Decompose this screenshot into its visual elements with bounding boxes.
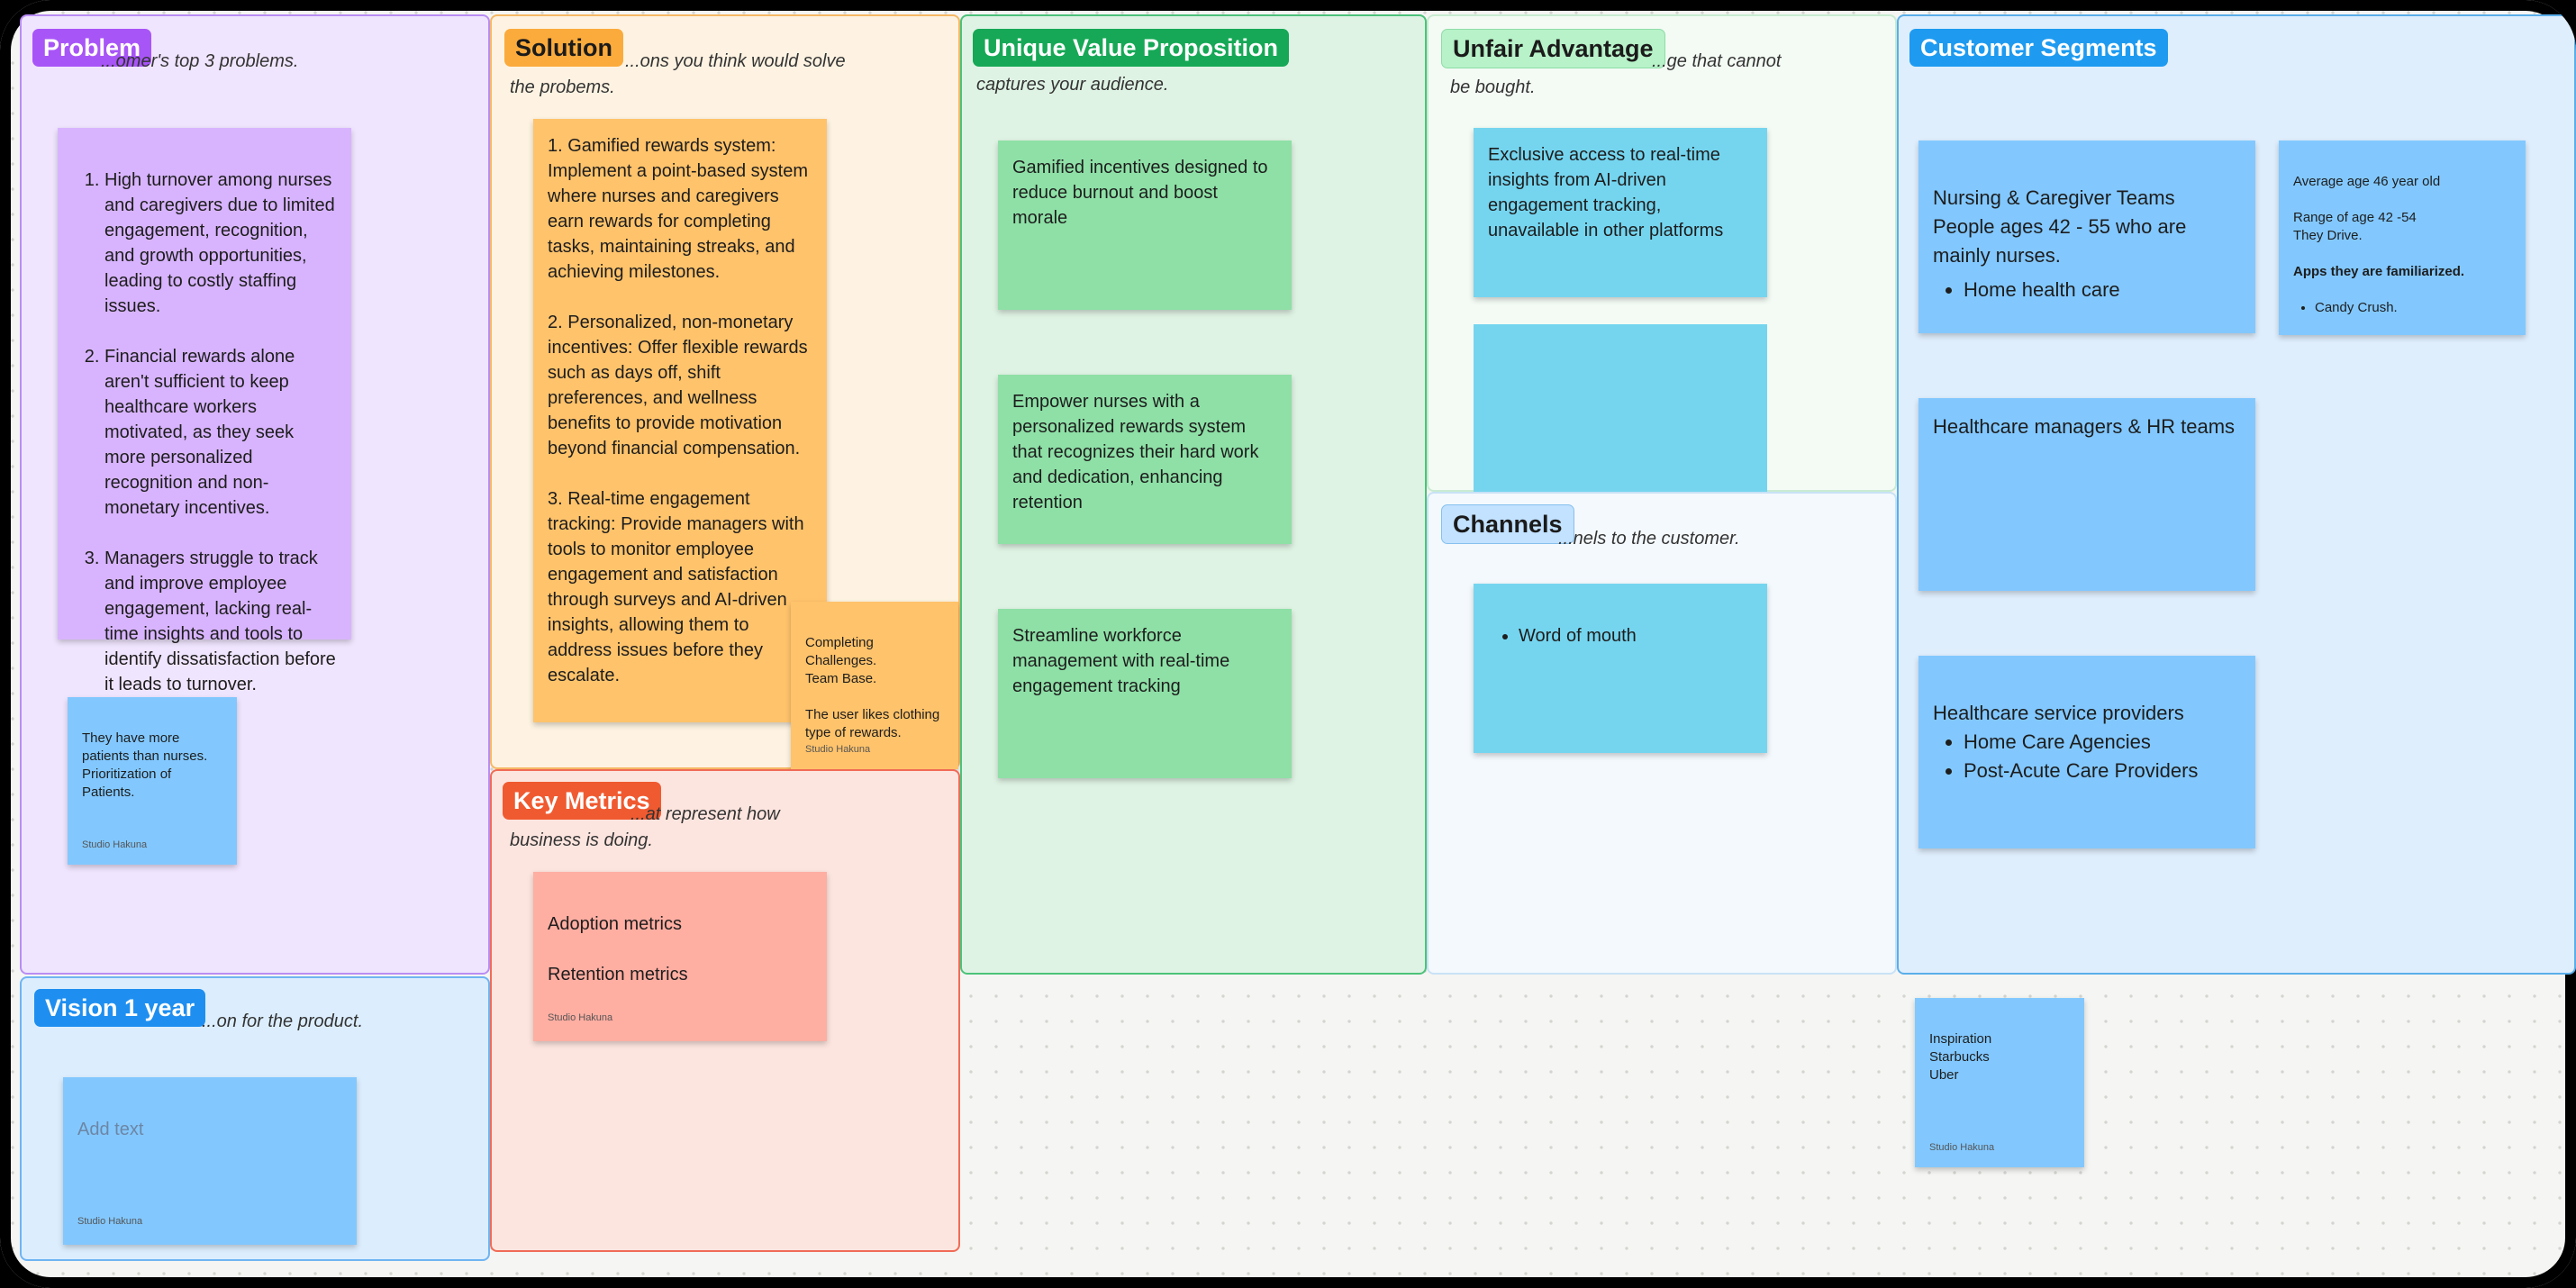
problem-side-note[interactable]: They have more patients than nurses. Pri… [68, 697, 237, 865]
metrics-description: ...at represent how business is doing. [510, 802, 780, 854]
problem-item: High turnover among nurses and caregiver… [104, 168, 337, 319]
unfair-tag[interactable]: Unfair Advantage [1441, 29, 1665, 68]
problem-section[interactable]: Problem ...omer's top 3 problems. High t… [20, 14, 490, 975]
segment-item: Home Care Agencies [1964, 728, 2241, 757]
vision-section[interactable]: Vision 1 year ...on for the product. Add… [20, 976, 490, 1261]
demographics-list: Candy Crush. [2293, 299, 2511, 317]
metrics-description-line: business is doing. [510, 830, 653, 850]
uvp-tag[interactable]: Unique Value Proposition [973, 29, 1290, 67]
problem-item: Managers struggle to track and improve e… [104, 546, 337, 697]
note-signature: Studio Hakuna [805, 744, 871, 755]
unfair-sticky-note[interactable]: Exclusive access to real-time insights f… [1474, 128, 1767, 297]
channel-item: Word of mouth [1519, 623, 1753, 649]
solution-section[interactable]: Solution ...ons you think would solve th… [490, 14, 960, 769]
segments-list: Home health care [1933, 276, 2241, 304]
uvp-sticky-note[interactable]: Empower nurses with a personalized rewar… [998, 375, 1292, 544]
channels-tag[interactable]: Channels [1441, 504, 1574, 544]
vision-description: ...on for the product. [202, 1011, 363, 1031]
demographics-bold: Apps they are familiarized. [2293, 264, 2465, 279]
problem-side-note-text: They have more patients than nurses. Pri… [82, 730, 208, 800]
segments-sticky-note-nursing[interactable]: Nursing & Caregiver Teams People ages 42… [1918, 141, 2255, 333]
uvp-sticky-note[interactable]: Streamline workforce management with rea… [998, 609, 1292, 778]
solution-sticky-note[interactable]: 1. Gamified rewards system: Implement a … [533, 119, 827, 722]
vision-placeholder[interactable]: Add text [77, 1120, 144, 1139]
segments-section[interactable]: Customer Segments Nursing & Caregiver Te… [1897, 14, 2576, 975]
solution-side-note[interactable]: Completing Challenges. Team Base. The us… [791, 602, 958, 769]
solution-tag[interactable]: Solution [504, 29, 623, 67]
note-signature: Studio Hakuna [82, 839, 148, 850]
problem-description: ...omer's top 3 problems. [101, 51, 299, 71]
uvp-sticky-note[interactable]: Gamified incentives designed to reduce b… [998, 141, 1292, 310]
solution-description-line: ...ons you think would solve [625, 51, 846, 71]
metrics-tag[interactable]: Key Metrics [503, 782, 661, 820]
segments-tag[interactable]: Customer Segments [1909, 29, 2168, 67]
unfair-description: ...ge that cannot be bought. [1450, 49, 1781, 101]
demographics-item: Candy Crush. [2315, 299, 2511, 317]
problem-list: High turnover among nurses and caregiver… [72, 168, 337, 697]
unfair-sticky-note-empty[interactable] [1474, 324, 1767, 492]
uvp-description: captures your audience. [976, 75, 1169, 95]
segments-sticky-note-managers[interactable]: Healthcare managers & HR teams [1918, 398, 2255, 591]
solution-side-note-text: Completing Challenges. Team Base. The us… [805, 635, 940, 740]
inspiration-text: Inspiration Starbucks Uber [1929, 1031, 1992, 1083]
note-signature: Studio Hakuna [548, 1012, 613, 1023]
segment-item: Post-Acute Care Providers [1964, 757, 2241, 785]
note-signature: Studio Hakuna [77, 1216, 143, 1227]
segment-item: Home health care [1964, 276, 2241, 304]
metrics-description-line: ...at represent how [630, 804, 780, 824]
problem-item: Financial rewards alone aren't sufficien… [104, 344, 337, 521]
unfair-section[interactable]: Unfair Advantage ...ge that cannot be bo… [1427, 14, 1897, 492]
segments-sticky-note-demographics[interactable]: Average age 46 year old Range of age 42 … [2279, 141, 2526, 335]
channels-section[interactable]: Channels ...nels to the customer. Word o… [1427, 492, 1897, 975]
vision-tag[interactable]: Vision 1 year [34, 989, 206, 1027]
channels-description: ...nels to the customer. [1558, 529, 1740, 549]
problem-sticky-note[interactable]: High turnover among nurses and caregiver… [58, 128, 351, 694]
segments-note-title: Nursing & Caregiver Teams People ages 42… [1933, 186, 2187, 267]
metrics-section[interactable]: Key Metrics ...at represent how business… [490, 769, 960, 1252]
segments-note-title: Healthcare service providers [1933, 702, 2184, 724]
channels-list: Word of mouth [1488, 623, 1753, 649]
vision-sticky-note[interactable]: Add text Studio Hakuna [63, 1077, 357, 1245]
segments-list: Home Care Agencies Post-Acute Care Provi… [1933, 728, 2241, 785]
solution-description-line: the probems. [510, 77, 615, 97]
uvp-section[interactable]: Unique Value Proposition captures your a… [960, 14, 1427, 975]
demographics-text: Average age 46 year old Range of age 42 … [2293, 174, 2441, 243]
problem-tag[interactable]: Problem [32, 29, 152, 67]
channels-sticky-note[interactable]: Word of mouth [1474, 584, 1767, 753]
solution-description: ...ons you think would solve the probems… [510, 49, 846, 101]
unfair-description-line: be bought. [1450, 77, 1536, 97]
metrics-note-text: Adoption metrics Retention metrics [548, 914, 688, 984]
metrics-sticky-note[interactable]: Adoption metrics Retention metrics Studi… [533, 872, 827, 1041]
unfair-description-line: ...ge that cannot [1652, 51, 1782, 71]
inspiration-sticky-note[interactable]: Inspiration Starbucks Uber Studio Hakuna [1915, 998, 2084, 1167]
note-signature: Studio Hakuna [1929, 1142, 1995, 1153]
segments-sticky-note-providers[interactable]: Healthcare service providers Home Care A… [1918, 656, 2255, 848]
